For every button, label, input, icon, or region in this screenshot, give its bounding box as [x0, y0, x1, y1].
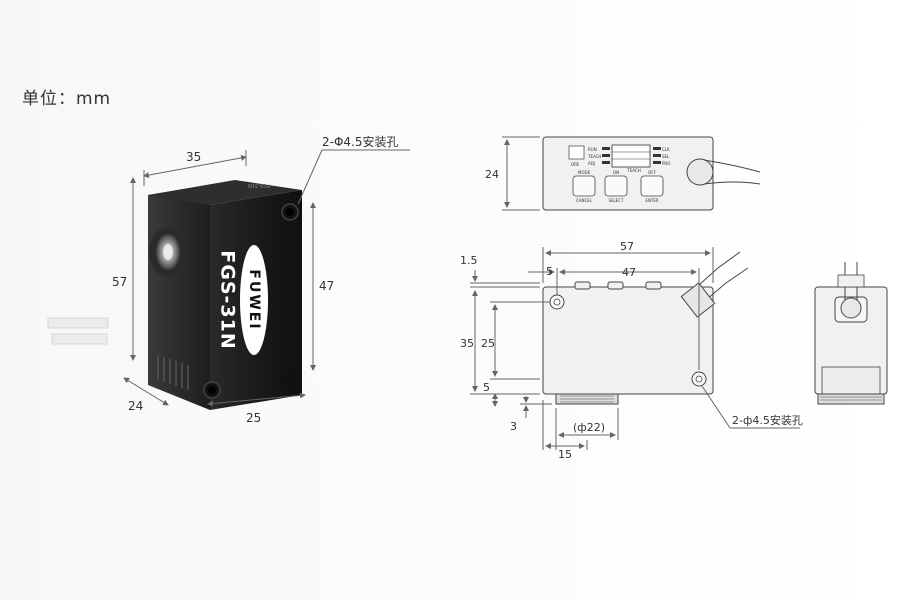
front-dim-lens-diameter: (ф22): [573, 421, 605, 434]
brand-label-oval: [240, 245, 268, 355]
top-view-cable: [703, 159, 761, 185]
button-enter: [640, 175, 664, 197]
button-top-on: ON: [613, 170, 619, 175]
led-label-run: RUN: [588, 147, 597, 152]
right-label-clk: CLK: [662, 147, 670, 152]
front-dim-hole-spacing-v: 25: [481, 337, 495, 350]
led-label-ope: OPE: [571, 162, 580, 167]
top-view: RUN TEACH ADJ OPE CLK SEL PRO MODE ON: [485, 136, 761, 211]
photo-dim-hole-h: 25: [246, 411, 261, 425]
photo-dim-height: 57: [112, 275, 127, 289]
button-cancel: [572, 175, 596, 197]
front-view-body: [542, 286, 714, 395]
button-label-enter: ENTER: [645, 198, 658, 203]
side-view: [814, 262, 888, 405]
front-dim-total-height: 35: [460, 337, 474, 350]
product-top-face: [148, 180, 302, 205]
teach-label: TEACH: [626, 168, 640, 173]
photo-dim-depth: 24: [128, 399, 143, 413]
display-panel: [611, 144, 651, 168]
front-view: 57 5 47 1.5 35 25 5 3 (ф22) 15 2-ф4.5安装孔: [460, 240, 803, 461]
model-text: FGS-31N: [217, 250, 239, 350]
brand-text: FUWEI: [246, 269, 262, 330]
led-label-adj: ADJ: [588, 161, 595, 166]
button-top-mode: MODE: [578, 170, 591, 175]
top-view-cable-gland: [686, 158, 714, 186]
led-label-teach: TEACH: [587, 154, 601, 159]
top-dim-height: 24: [485, 168, 499, 181]
right-label-sel: SEL: [662, 154, 670, 159]
front-dim-lens-offset: 15: [558, 448, 572, 461]
unit-label: 单位：mm: [22, 89, 112, 109]
front-dim-top-margin: 1.5: [460, 254, 478, 267]
product-photo: FGS-31N FUWEI FGS-31N: [47, 134, 410, 425]
front-hole-note: 2-ф4.5安装孔: [732, 413, 803, 427]
front-dim-lens-height: 3: [510, 420, 517, 433]
photo-dim-width: 35: [186, 150, 201, 164]
front-dim-hole-spacing: 47: [622, 266, 636, 279]
photo-dim-hole-v: 47: [319, 279, 334, 293]
product-top-label: FGS-31N: [248, 182, 270, 188]
button-top-off: OFF: [648, 170, 656, 175]
front-dim-bottom-margin: 5: [483, 381, 490, 394]
front-dim-offset-left: 5: [546, 265, 553, 278]
side-view-cable-gland: [840, 297, 862, 319]
button-label-select: SELECT: [608, 198, 624, 203]
right-label-pro: PRO: [662, 161, 670, 166]
photo-hole-note: 2-Φ4.5安装孔: [322, 134, 399, 149]
product-cable: [278, 370, 302, 395]
button-select: [604, 175, 628, 197]
front-dim-total-width: 57: [620, 240, 634, 253]
button-label-cancel: CANCEL: [576, 198, 593, 203]
